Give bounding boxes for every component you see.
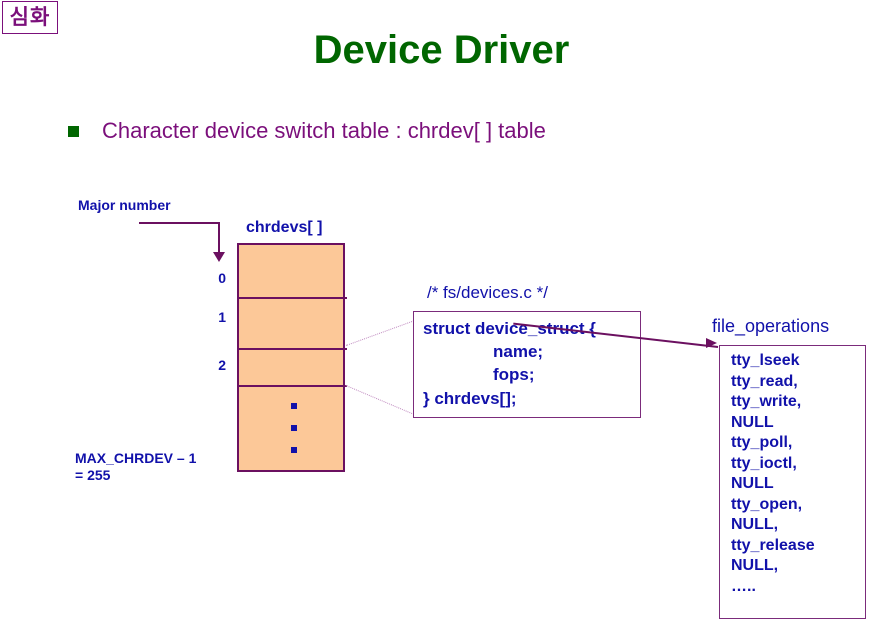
- file-operations-entry: tty_ioctl,: [731, 454, 797, 472]
- bullet-row: Character device switch table : chrdev[ …: [68, 120, 546, 142]
- max-chrdev-label: MAX_CHRDEV – 1= 255: [75, 450, 196, 484]
- table-row-divider: [239, 348, 347, 350]
- file-operations-entry: tty_write,: [731, 393, 802, 410]
- square-bullet-icon: [68, 125, 79, 137]
- major-number-arrow-horizontal: [139, 222, 220, 224]
- table-row-index-0: 0: [218, 270, 226, 286]
- max-chrdev-line1: MAX_CHRDEV – 1: [75, 450, 197, 466]
- file-operations-entry: tty_open,: [731, 495, 803, 513]
- table-row-divider: [239, 297, 347, 299]
- table-row-index-1: 1: [218, 309, 226, 325]
- ellipsis-dot: [291, 447, 297, 453]
- bullet-text: Character device switch table : chrdev[ …: [102, 118, 546, 143]
- file-operations-entry: NULL,: [731, 516, 779, 533]
- file-operations-label: file_operations: [712, 316, 830, 336]
- file-operations-entry: …..: [731, 577, 756, 595]
- file-operations-entry: tty_lseek: [731, 352, 800, 369]
- file-operations-entry: NULL,: [731, 557, 779, 574]
- struct-code-line-3: } chrdevs[];: [423, 389, 517, 408]
- file-operations-entry: tty_poll,: [731, 434, 793, 451]
- file-operations-entry: tty_release: [731, 536, 815, 554]
- table-to-struct-connector-top: [346, 320, 414, 346]
- file-operations-entry: NULL: [731, 413, 774, 431]
- major-number-arrow-vertical: [218, 222, 220, 254]
- chrdevs-table: [237, 243, 347, 472]
- chrdevs-table-label: chrdevs[ ]: [246, 219, 323, 236]
- ellipsis-dot: [291, 403, 297, 409]
- devices-c-comment: /* fs/devices.c */: [427, 283, 548, 302]
- max-chrdev-line2: = 255: [75, 467, 111, 483]
- table-row-index-2: 2: [218, 357, 226, 373]
- file-operations-entry: NULL: [731, 475, 774, 492]
- level-badge: 심화: [2, 1, 58, 34]
- major-number-arrowhead-icon: [213, 252, 225, 262]
- struct-code-line-0: struct device_struct {: [423, 319, 596, 338]
- struct-code-line-2: fops;: [493, 365, 535, 384]
- major-number-label: Major number: [78, 197, 171, 213]
- device-struct-box: struct device_struct { name; fops; } chr…: [413, 311, 641, 418]
- table-to-struct-connector-bottom: [345, 385, 413, 415]
- table-row-divider: [239, 385, 347, 387]
- page-title: Device Driver: [313, 28, 570, 72]
- fops-arrowhead-icon: [706, 338, 717, 348]
- file-operations-entry: tty_read,: [731, 372, 798, 390]
- vertical-ellipsis-icon: [291, 403, 297, 453]
- struct-code-line-1: name;: [493, 342, 544, 361]
- level-badge-label: 심화: [9, 6, 51, 29]
- file-operations-box: tty_lseek tty_read, tty_write, NULL tty_poll…: [719, 345, 866, 619]
- ellipsis-dot: [291, 425, 297, 431]
